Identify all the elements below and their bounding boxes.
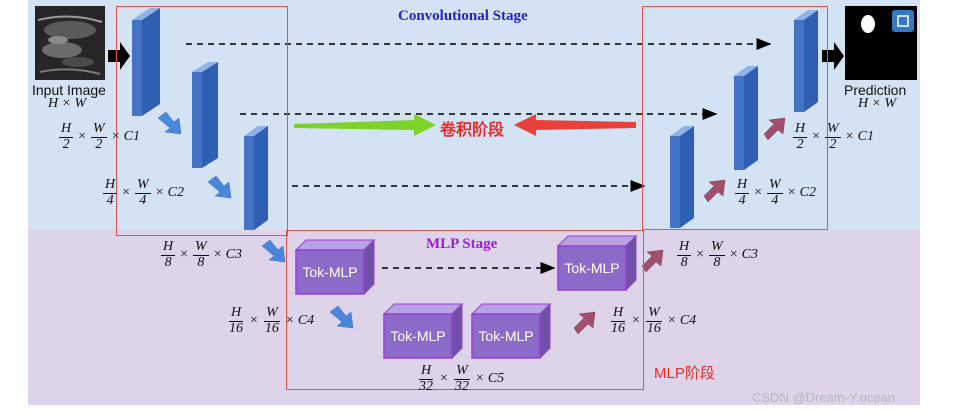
up-arrow-icon [573,311,596,335]
red-arrow-icon [514,114,636,136]
tok-mlp-label: Tok-MLP [302,264,357,280]
tok-mlp-block-encoder-2: Tok-MLP [382,302,464,360]
encoder-conv-block-1 [132,8,160,116]
down-arrow-icon [261,239,286,263]
decoder-conv-block-3 [670,126,694,228]
tok-mlp-block-bottleneck: Tok-MLP [470,302,552,360]
mlp-stage-cn-label: MLP阶段 [654,365,715,382]
decoder-conv-block-2 [734,66,758,170]
prediction-dims: H × W [858,96,897,111]
encoder-conv-block-3 [244,126,268,230]
prediction-mask-thumbnail [845,6,917,80]
tok-mlp-block-encoder-1: Tok-MLP [294,238,376,296]
encoder-highlight-box [116,6,288,236]
conv-stage-cn-label: 卷积阶段 [440,122,505,139]
input-image-label: Input Image [32,82,106,98]
tok-mlp-label: Tok-MLP [564,260,619,276]
tok-mlp-label: Tok-MLP [478,328,533,344]
up-arrow-icon [703,179,726,203]
prediction-label: Prediction [844,82,907,98]
down-arrow-icon [207,175,232,199]
mlp-stage-title: MLP Stage [426,236,498,252]
encoder-conv-block-2 [192,62,218,168]
convolutional-stage-title: Convolutional Stage [398,8,528,24]
output-arrow-icon [822,42,844,70]
tok-mlp-label: Tok-MLP [390,328,445,344]
down-arrow-icon [157,111,182,135]
input-image-thumbnail [35,6,105,80]
input-arrow-icon [108,42,130,70]
decoder-highlight-box [642,6,828,230]
watermark: CSDN @Dream-Y.ocean [752,390,896,405]
green-arrow-icon [294,114,436,136]
input-dims: H × W [48,96,87,111]
down-arrow-icon [329,305,354,329]
tok-mlp-block-decoder-1: Tok-MLP [556,234,638,292]
up-arrow-icon [763,117,786,141]
up-arrow-icon [641,249,664,273]
mlp-highlight-box [286,230,644,390]
decoder-conv-block-1 [794,10,818,112]
